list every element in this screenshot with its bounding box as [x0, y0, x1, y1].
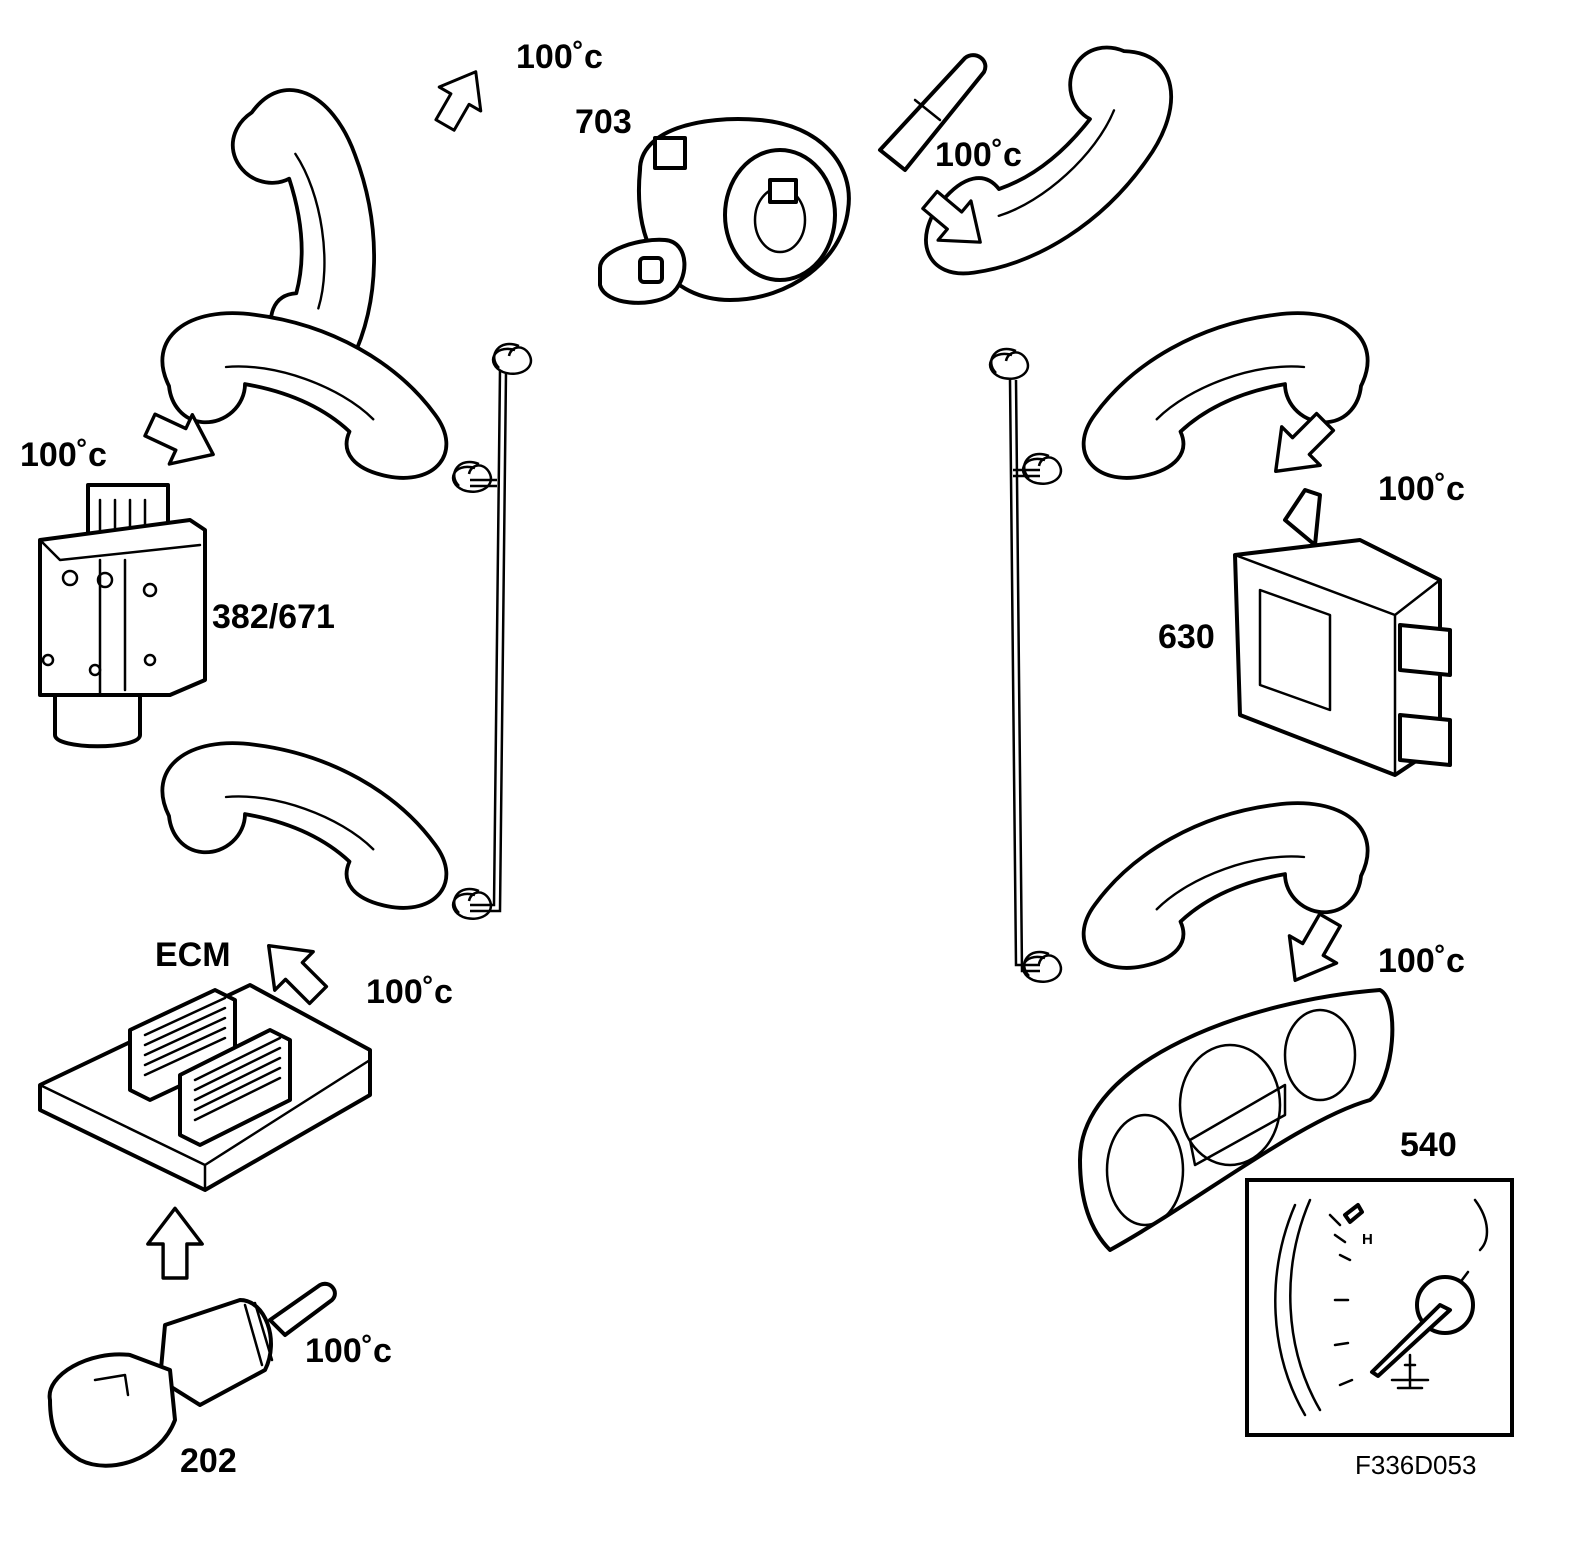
part-name-ecm: ECM: [155, 936, 231, 974]
temp-label-382-671: 100˚c: [20, 436, 107, 474]
temp-label-540: 100˚c: [1378, 942, 1465, 980]
coolant-temperature-icon: [1390, 1353, 1430, 1390]
flow-arrow-icon: [422, 58, 499, 139]
temp-label-ecm: 100˚c: [366, 973, 453, 1011]
part-number-202: 202: [180, 1442, 237, 1480]
temp-label-202: 100˚c: [305, 1332, 392, 1370]
temperature-gauge-detail: [1245, 1178, 1514, 1437]
instrument-cluster: [1078, 988, 1395, 1252]
part-number-703: 703: [575, 103, 632, 141]
cord-coil: [1021, 950, 1063, 984]
figure-code: F336D053: [1355, 1450, 1477, 1480]
cord-coil: [451, 460, 493, 494]
control-module-630: [1233, 488, 1452, 777]
flow-arrow-icon: [1269, 904, 1356, 996]
abs-module-382-671: [38, 483, 207, 749]
part-number-630: 630: [1158, 618, 1215, 656]
left-cable: [470, 369, 508, 913]
right-cable: [1008, 379, 1040, 973]
phone-handset-icon: [1081, 311, 1370, 480]
ecm-module: [38, 983, 372, 1192]
cord-coil: [491, 342, 533, 376]
steering-switch-703: [598, 53, 988, 305]
part-number-540: 540: [1400, 1126, 1457, 1164]
cord-coil: [988, 347, 1030, 381]
gauge-hot-mark: H: [1362, 1231, 1373, 1248]
phone-handset-icon: [160, 741, 449, 910]
temp-label-703-left: 100˚c: [516, 38, 603, 76]
temperature-sensor-202: [47, 1281, 337, 1468]
flow-arrow-icon: [146, 1206, 204, 1280]
part-number-382-671: 382/671: [212, 598, 335, 636]
temp-label-703-right: 100˚c: [935, 136, 1022, 174]
temp-label-630: 100˚c: [1378, 470, 1465, 508]
